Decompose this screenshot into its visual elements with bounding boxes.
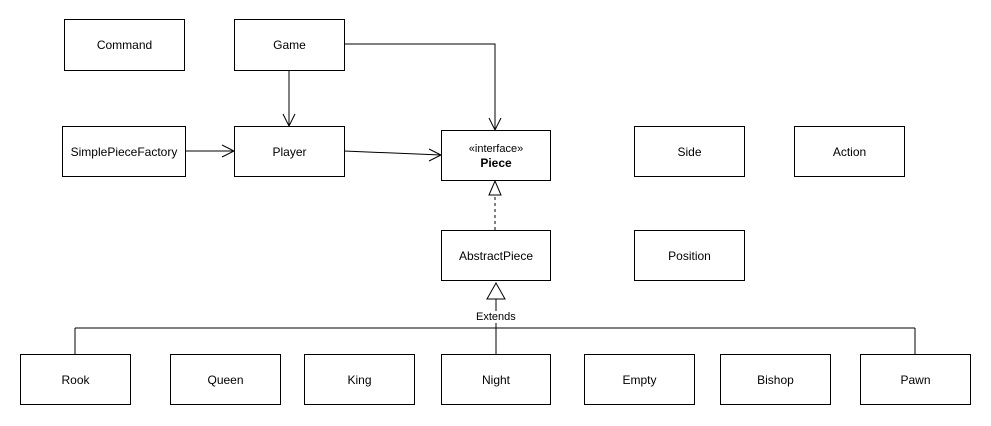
class-player-name: Player bbox=[272, 144, 307, 159]
game-to-piece-association bbox=[344, 43, 496, 130]
class-abstract-piece[interactable]: AbstractPiece bbox=[441, 230, 551, 281]
extends-label: Extends bbox=[475, 311, 517, 323]
class-rook[interactable]: Rook bbox=[20, 354, 131, 405]
class-bishop[interactable]: Bishop bbox=[720, 354, 831, 405]
class-abstract-piece-name: AbstractPiece bbox=[458, 248, 534, 263]
class-simple-piece-factory-name: SimplePieceFactory bbox=[70, 144, 178, 159]
class-bishop-name: Bishop bbox=[757, 372, 794, 387]
class-night-name: Night bbox=[481, 372, 510, 387]
class-empty[interactable]: Empty bbox=[584, 354, 695, 405]
class-side[interactable]: Side bbox=[634, 126, 745, 177]
class-king-name: King bbox=[347, 372, 372, 387]
class-night[interactable]: Night bbox=[441, 354, 551, 405]
class-action[interactable]: Action bbox=[794, 126, 905, 177]
interface-piece[interactable]: «interface» Piece bbox=[441, 130, 551, 181]
class-player[interactable]: Player bbox=[234, 126, 345, 177]
class-pawn-name: Pawn bbox=[900, 372, 931, 387]
class-game-name: Game bbox=[273, 38, 306, 52]
interface-piece-name: Piece bbox=[480, 155, 512, 170]
class-command[interactable]: Command bbox=[64, 19, 185, 71]
class-simple-piece-factory[interactable]: SimplePieceFactory bbox=[62, 126, 186, 177]
class-side-name: Side bbox=[677, 144, 702, 159]
class-game[interactable]: Game bbox=[234, 19, 345, 71]
class-queen[interactable]: Queen bbox=[170, 354, 281, 405]
class-position-name: Position bbox=[668, 248, 711, 263]
class-command-name: Command bbox=[96, 38, 153, 52]
class-rook-name: Rook bbox=[61, 372, 90, 387]
inheritance-triangle bbox=[486, 281, 506, 300]
class-action-name: Action bbox=[832, 144, 867, 159]
class-position[interactable]: Position bbox=[634, 230, 745, 281]
class-empty-name: Empty bbox=[622, 372, 657, 387]
interface-piece-stereotype: «interface» bbox=[468, 142, 524, 155]
class-queen-name: Queen bbox=[207, 372, 244, 387]
class-king[interactable]: King bbox=[304, 354, 415, 405]
player-to-piece-association bbox=[343, 150, 442, 156]
class-pawn[interactable]: Pawn bbox=[860, 354, 971, 405]
realization-triangle bbox=[488, 179, 502, 196]
